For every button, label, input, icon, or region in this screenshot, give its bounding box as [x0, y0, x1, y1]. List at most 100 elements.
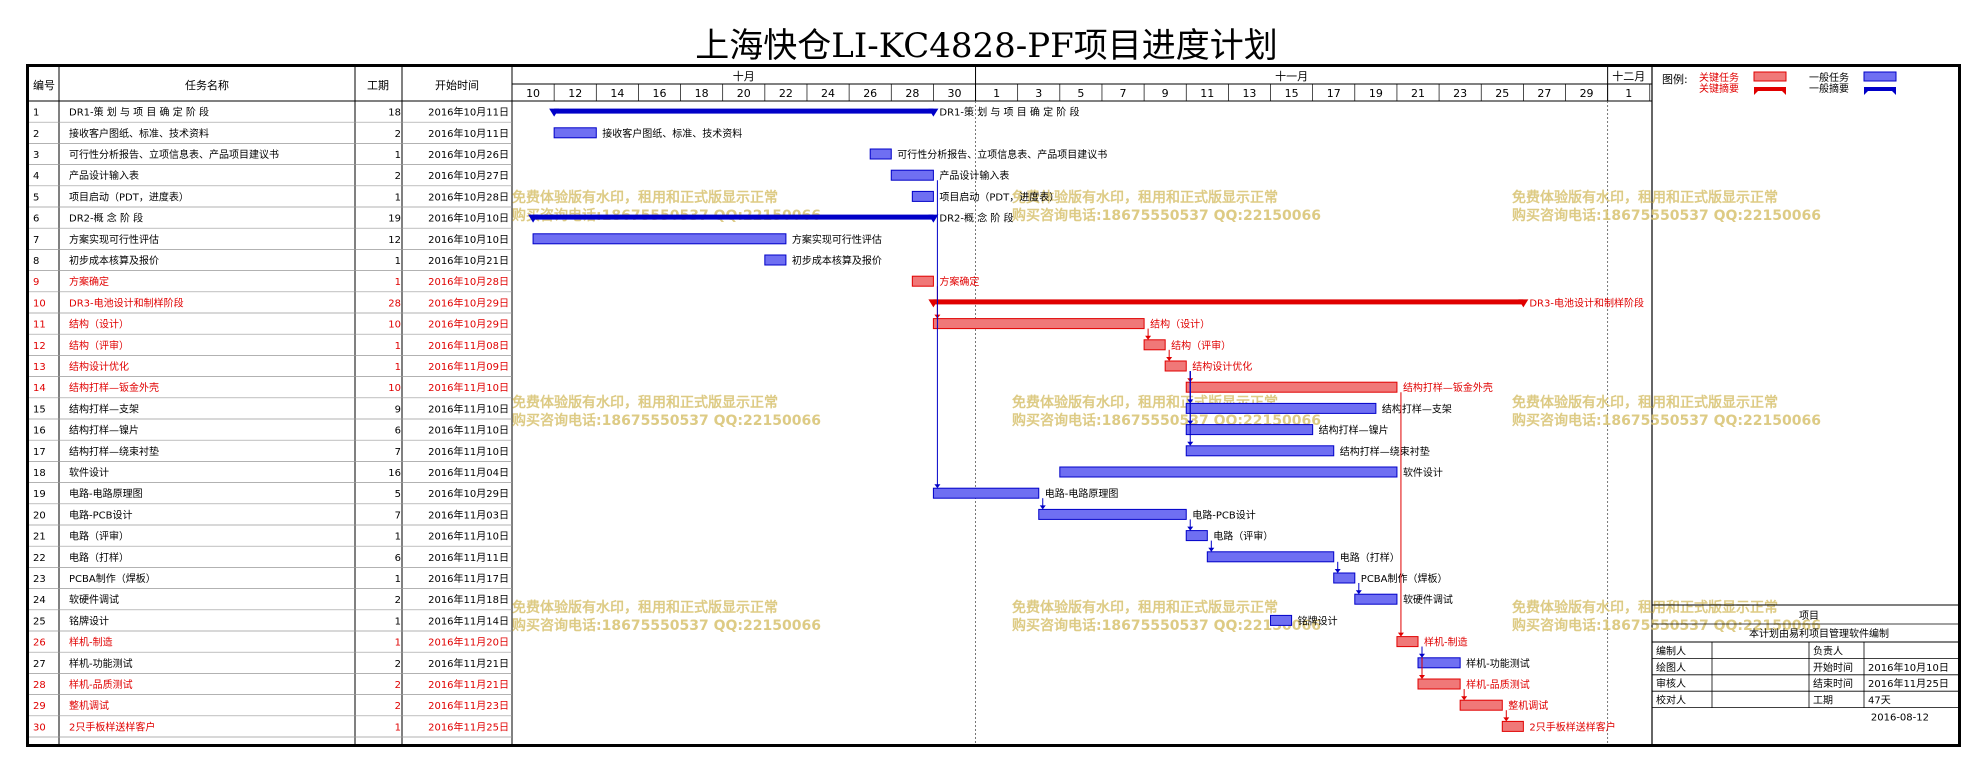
- task-id: 13: [33, 362, 46, 373]
- task-id: 25: [33, 616, 46, 627]
- bar-label: 样机-功能测试: [1466, 657, 1530, 670]
- task-id: 15: [33, 404, 46, 415]
- day-tick-label: 11: [1200, 87, 1214, 100]
- bar-label: 电路（评审）: [1213, 530, 1273, 543]
- day-tick-label: 16: [652, 87, 666, 100]
- bar-label: 结构打样—绕束衬垫: [1340, 445, 1430, 458]
- bar-label: 样机-品质测试: [1466, 678, 1530, 691]
- task-id: 1: [33, 108, 39, 119]
- legend-summary-cap: [1888, 87, 1896, 95]
- task-bar: [1417, 657, 1461, 669]
- bar-label: 方案确定: [939, 275, 979, 288]
- bar-label: 整机调试: [1508, 699, 1548, 712]
- bar-label: 结构设计优化: [1192, 360, 1252, 373]
- task-start: 2016年11月10日: [428, 530, 509, 543]
- day-tick-label: 28: [905, 87, 919, 100]
- task-bar: [1185, 445, 1335, 457]
- task-duration: 10: [388, 320, 401, 331]
- bar-label: DR2-概 念 阶 段: [939, 212, 1013, 225]
- task-duration: 28: [388, 298, 401, 309]
- info-key: 校对人: [1656, 694, 1686, 707]
- task-name: 产品设计输入表: [69, 169, 139, 182]
- task-start: 2016年11月14日: [428, 614, 509, 627]
- task-bar: [532, 233, 787, 245]
- task-name: 电路-PCB设计: [69, 508, 132, 521]
- day-tick-label: 24: [821, 87, 835, 100]
- task-id: 3: [33, 150, 39, 161]
- bar-label: PCBA制作（焊板）: [1361, 572, 1448, 585]
- task-bar: [1206, 551, 1335, 563]
- task-name: DR2-概 念 阶 段: [69, 212, 143, 225]
- task-start: 2016年10月29日: [428, 487, 509, 500]
- month-label: 十一月: [1275, 69, 1308, 83]
- dependency-arrowhead: [1503, 717, 1510, 722]
- task-start: 2016年10月21日: [428, 254, 509, 267]
- info-key: 结束时间: [1813, 677, 1853, 690]
- task-name: 结构打样—绕束衬垫: [69, 445, 159, 458]
- task-start: 2016年11月10日: [428, 381, 509, 394]
- task-start: 2016年10月10日: [428, 233, 509, 246]
- bar-label: 2只手板样送样客户: [1529, 720, 1615, 733]
- info-key: 开始时间: [1813, 661, 1853, 674]
- bar-label: 结构（评审）: [1171, 339, 1231, 352]
- legend-task-swatch: [1753, 71, 1787, 82]
- dependency-arrowhead: [1355, 590, 1362, 595]
- summary-bar: [933, 299, 1524, 305]
- column-header-duration: 工期: [367, 79, 389, 92]
- watermark-line1: 免费体验版有水印，租用和正式版显示正常: [1512, 599, 1778, 616]
- task-duration: 2: [395, 680, 401, 691]
- dependency-arrowhead: [1187, 526, 1194, 531]
- bar-label: 结构打样—支架: [1382, 402, 1452, 415]
- task-name: 铭牌设计: [69, 614, 109, 627]
- task-id: 23: [33, 574, 46, 585]
- day-tick-label: 19: [1369, 87, 1383, 100]
- bar-label: 样机-制造: [1424, 636, 1468, 649]
- task-duration: 2: [395, 171, 401, 182]
- watermark-line1: 免费体验版有水印，租用和正式版显示正常: [512, 599, 778, 616]
- watermark-line2: 购买咨询电话:18675550537 QQ:22150066: [1512, 207, 1821, 224]
- summary-start-cap: [928, 299, 939, 308]
- day-tick-label: 3: [1035, 87, 1042, 100]
- task-start: 2016年11月04日: [428, 466, 509, 479]
- task-start: 2016年10月29日: [428, 296, 509, 309]
- task-id: 29: [33, 701, 46, 712]
- task-duration: 12: [388, 235, 401, 246]
- task-duration: 1: [395, 341, 401, 352]
- task-name: 样机-品质测试: [69, 678, 133, 691]
- task-start: 2016年11月25日: [428, 720, 509, 733]
- task-bar: [911, 190, 934, 202]
- task-name: 电路-电路原理图: [69, 487, 143, 500]
- legend-summary-swatch: [1754, 87, 1786, 91]
- dependency-arrowhead: [1397, 632, 1404, 637]
- day-tick-label: 13: [1242, 87, 1256, 100]
- task-start: 2016年11月09日: [428, 360, 509, 373]
- task-duration: 18: [388, 108, 401, 119]
- task-duration: 5: [395, 489, 401, 500]
- info-value: 2016年10月10日: [1868, 661, 1949, 674]
- info-key: 审核人: [1656, 677, 1686, 690]
- month-label: 十月: [733, 69, 755, 83]
- bar-label: 结构打样—镍片: [1319, 424, 1389, 437]
- info-key: 负责人: [1813, 644, 1843, 657]
- dependency-arrowhead: [1187, 441, 1194, 446]
- task-start: 2016年10月11日: [428, 127, 509, 140]
- task-name: 接收客户图纸、标准、技术资料: [69, 127, 209, 140]
- info-key: 工期: [1813, 695, 1833, 707]
- task-bar: [932, 487, 1040, 499]
- task-name: PCBA制作（焊板）: [69, 572, 156, 585]
- legend-label: 关键摘要: [1699, 82, 1739, 95]
- task-id: 17: [33, 447, 46, 458]
- watermark-line1: 免费体验版有水印，租用和正式版显示正常: [1512, 394, 1778, 411]
- task-id: 27: [33, 659, 46, 670]
- task-bar: [869, 148, 892, 160]
- task-start: 2016年10月28日: [428, 275, 509, 288]
- task-name: DR3-电池设计和制样阶段: [69, 296, 184, 309]
- watermark-line2: 购买咨询电话:18675550537 QQ:22150066: [1012, 207, 1321, 224]
- task-id: 10: [33, 298, 46, 309]
- day-tick-label: 25: [1495, 87, 1509, 100]
- task-name: 可行性分析报告、立项信息表、产品项目建议书: [69, 148, 279, 161]
- summary-bar: [554, 108, 934, 114]
- task-bar: [1143, 339, 1166, 351]
- day-tick-label: 9: [1162, 87, 1169, 100]
- bar-label: 项目启动（PDT，进度表）: [939, 190, 1059, 203]
